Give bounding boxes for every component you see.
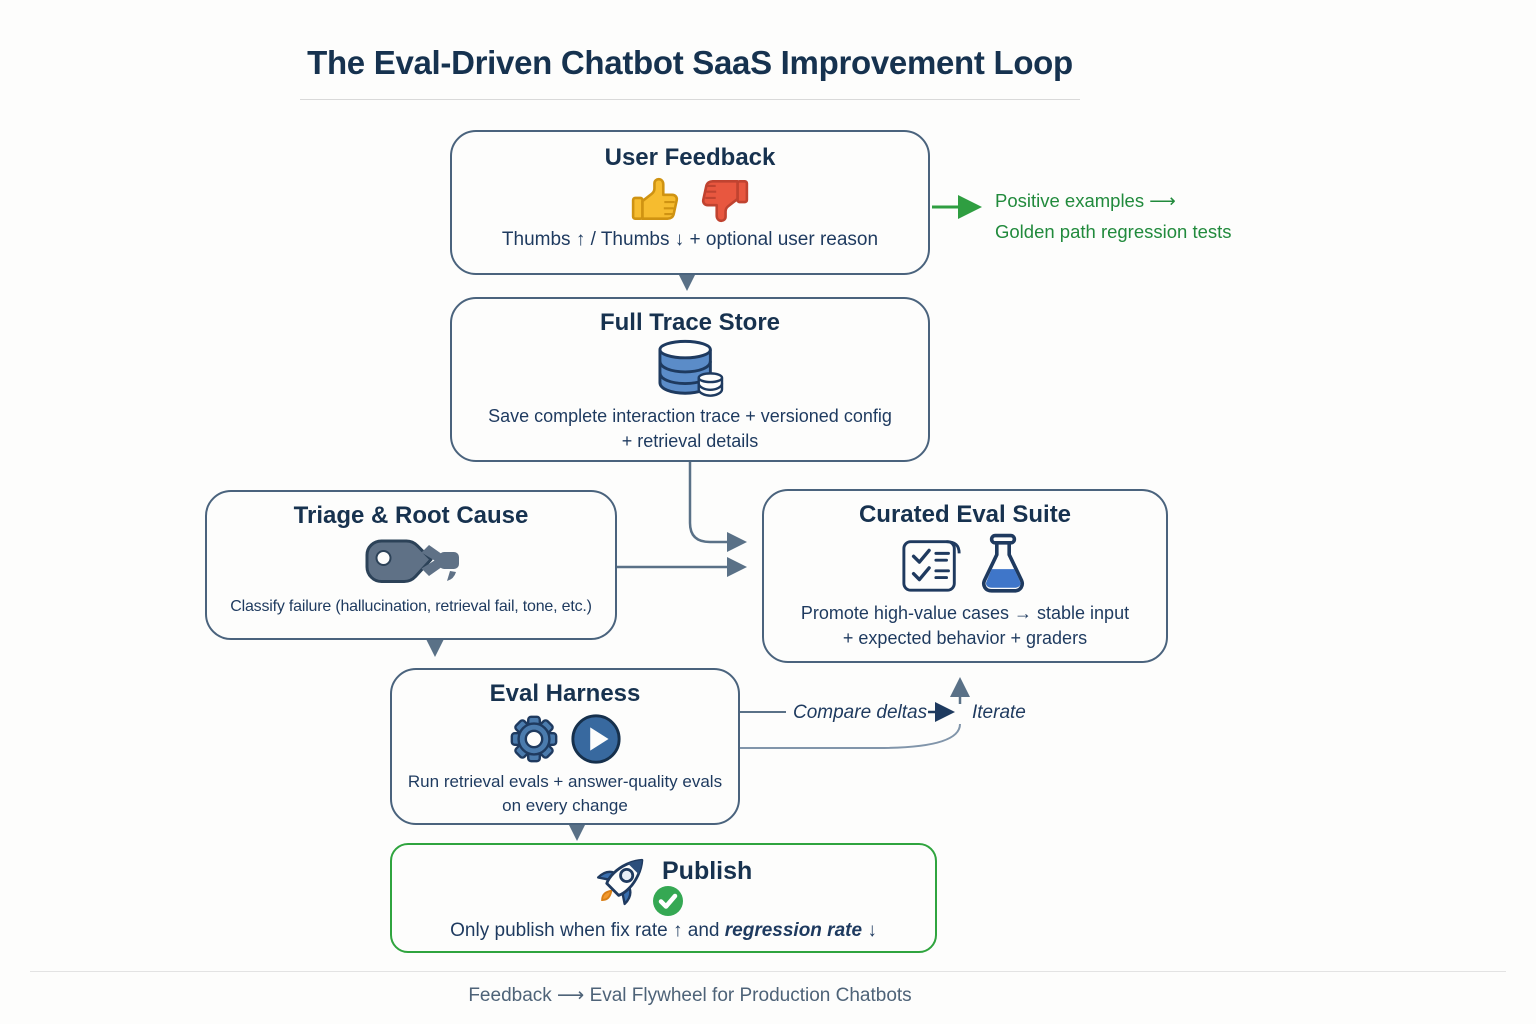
icon-row (900, 533, 1030, 597)
thumbs-down-icon (701, 179, 749, 223)
footer-divider (30, 971, 1506, 972)
box-caption: Save complete interaction trace + versio… (488, 406, 892, 452)
checklist-icon (902, 540, 961, 592)
box-title: Full Trace Store (599, 309, 781, 336)
positive-examples-note: Positive examples ⟶ Golden path regressi… (995, 190, 1232, 242)
box-eval-harness: Eval Harness Run retrieval evals + answe… (390, 668, 740, 825)
title-divider (300, 99, 1080, 100)
icon-row (507, 712, 623, 766)
compare-deltas-label: Compare deltas (793, 702, 928, 723)
box-title: Triage & Root Cause (293, 502, 529, 529)
box-caption: Run retrieval evals + answer-quality eva… (407, 772, 723, 815)
box-user-feedback: User Feedback Thumbs ↑ / Thumbs ↓ + opti… (450, 130, 930, 275)
icon-row (652, 337, 728, 401)
box-caption: Thumbs ↑ / Thumbs ↓ + optional user reas… (501, 229, 879, 250)
box-full-trace-store: Full Trace Store Save complete interacti… (450, 297, 930, 462)
box-triage-root-cause: Triage & Root Cause Classify failure (ha… (205, 490, 617, 640)
icon-row (359, 534, 463, 592)
box-publish: Publish Only publish when fix rate ↑ and… (390, 843, 937, 953)
page-title: The Eval-Driven Chatbot SaaS Improvement… (307, 44, 1073, 81)
curve-harness-to-iterate (740, 723, 961, 749)
box-title: Eval Harness (489, 680, 641, 707)
database-icon (658, 339, 724, 397)
check-circle-icon (653, 886, 683, 916)
box-caption: Only publish when fix rate ↑ and regress… (450, 920, 877, 941)
rocket-icon (596, 858, 644, 906)
tag-icon (365, 539, 459, 583)
play-icon (571, 714, 621, 764)
thumbs-up-icon (631, 177, 679, 221)
box-curated-eval-suite: Curated Eval Suite Promote (762, 489, 1168, 663)
box-caption: Classify failure (hallucination, retriev… (230, 598, 592, 615)
box-caption: Promote high-value cases → stable input … (800, 603, 1130, 649)
arrow-trace-to-curated (688, 462, 747, 552)
iterate-label: Iterate (972, 702, 1026, 723)
gear-icon (510, 715, 558, 763)
box-title: Curated Eval Suite (858, 501, 1072, 528)
footer-caption: Feedback ⟶ Eval Flywheel for Production … (468, 985, 912, 1006)
box-title: User Feedback (604, 144, 776, 171)
box-title: Publish (662, 857, 753, 885)
icon-row (630, 176, 750, 224)
flask-icon (982, 533, 1024, 593)
